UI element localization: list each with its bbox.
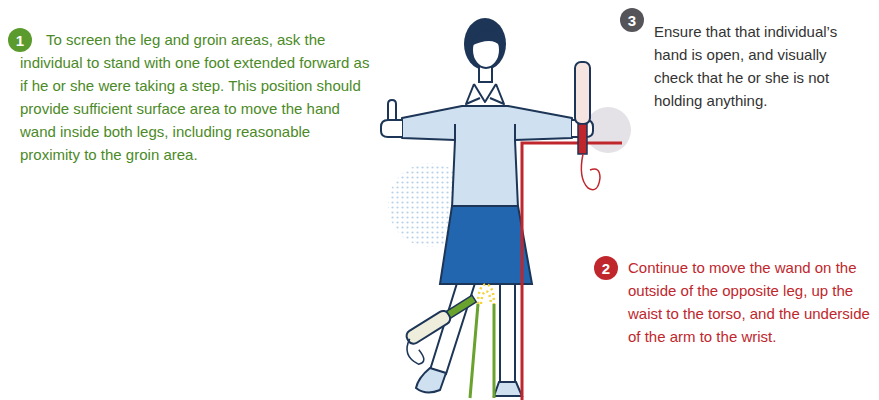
callout-digit: 3 bbox=[628, 13, 636, 28]
callout-digit: 1 bbox=[16, 33, 24, 48]
callout-number: 2 bbox=[594, 256, 618, 280]
arm-seam bbox=[455, 124, 515, 140]
outer-leg-path bbox=[522, 143, 622, 400]
callout-text: Continue to move the wand on the outside… bbox=[628, 256, 872, 348]
collar bbox=[466, 84, 504, 104]
callout-number: 3 bbox=[620, 8, 644, 32]
callout-digit: 2 bbox=[602, 261, 610, 276]
callout-number: 1 bbox=[8, 28, 32, 52]
callout-text: Ensure that that individual’s hand is op… bbox=[654, 20, 844, 112]
left-hand bbox=[381, 100, 402, 137]
callout-text: To screen the leg and groin areas, ask t… bbox=[20, 28, 374, 166]
hand-wand bbox=[398, 293, 489, 367]
hand-wand bbox=[575, 62, 600, 190]
inner-leg-path bbox=[470, 304, 494, 398]
head bbox=[464, 18, 506, 82]
shirt bbox=[402, 106, 572, 208]
left-shoe bbox=[416, 368, 446, 393]
groin-sweep bbox=[478, 284, 494, 304]
right-shoe bbox=[494, 382, 522, 396]
right-leg bbox=[500, 280, 515, 384]
skirt bbox=[440, 206, 532, 284]
